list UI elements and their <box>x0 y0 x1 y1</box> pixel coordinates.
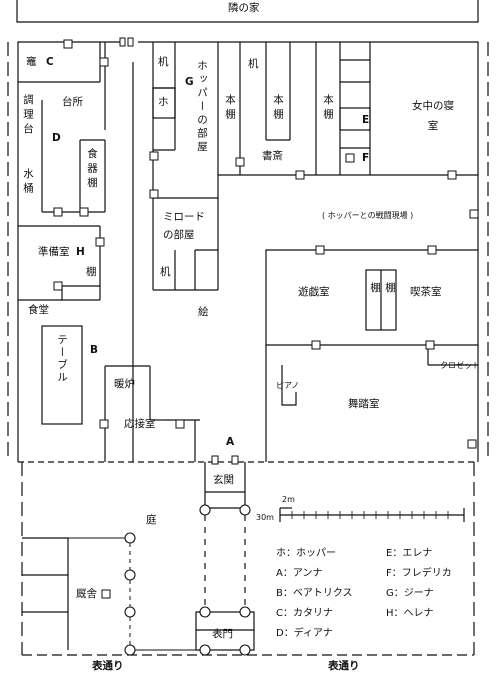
painting-label: 絵 <box>198 306 209 318</box>
shelf-label-4: 棚 <box>86 266 97 278</box>
maid-room-label: 女中の寝室 <box>412 100 454 132</box>
dining-room-label: 食堂 <box>28 304 49 316</box>
hopper-room-label: ホッパーの部屋 <box>196 60 208 155</box>
shelf-label-5: 棚 <box>369 282 381 297</box>
entrance-label: 玄関 <box>213 474 234 486</box>
legend-item-frederika: F：フレデリカ <box>386 568 452 579</box>
cupboard-label: 食器棚 <box>86 148 98 192</box>
shelf-label-6: 棚 <box>384 282 396 297</box>
cooking-table-label: 調理台 <box>22 94 34 138</box>
desk-label-1: 机 <box>158 56 169 68</box>
game-room-label: 遊戯室 <box>298 286 330 298</box>
scale-30m-label: 30m <box>256 513 274 522</box>
piano-label: ピアノ <box>276 381 300 390</box>
legend-item-anna: A：アンナ <box>276 568 323 579</box>
person-f-marker: F <box>362 152 370 164</box>
fireplace-label: 暖炉 <box>114 378 135 390</box>
kamado-label: 竈 <box>26 56 37 68</box>
legend-item-beatrix: B：ベアトリクス <box>276 588 353 599</box>
legend-item-gina: G：ジーナ <box>386 588 434 599</box>
ballroom-label: 舞踏室 <box>348 398 380 410</box>
reception-room-label: 応接室 <box>124 418 156 430</box>
desk-label-3: 机 <box>160 266 171 278</box>
building-outline <box>17 41 120 462</box>
street-label-left: 表通り <box>92 660 124 672</box>
person-h-marker: H <box>76 246 85 258</box>
neighbor-house-label: 隣の家 <box>228 2 260 14</box>
person-e-marker: E <box>362 114 370 126</box>
person-a-marker: A <box>226 436 235 448</box>
legend-item-katarina: C：カタリナ <box>276 608 333 619</box>
water-bucket-label: 水桶 <box>22 168 34 197</box>
bookshelf-label-1: 本棚 <box>224 94 236 123</box>
closet-label: クロゼット <box>440 361 480 370</box>
bookshelf-label-2: 本棚 <box>272 94 284 123</box>
crime-scene-label: ( ホッパーとの戦闘現場 ) <box>322 211 414 220</box>
tea-room-label: 喫茶室 <box>410 286 442 298</box>
neighbor-house-outline <box>16 0 479 23</box>
garden-label: 庭 <box>146 514 157 526</box>
desk-label-2: 机 <box>248 58 259 70</box>
legend-item-elena: E：エレナ <box>386 548 433 559</box>
person-b-marker: B <box>90 344 99 356</box>
person-c-marker: C <box>46 56 54 68</box>
person-d-marker: D <box>52 132 61 144</box>
milord-room-label: ミロードの部屋 <box>163 211 205 241</box>
kitchen-label: 台所 <box>62 96 83 108</box>
person-g-marker: G <box>185 76 194 88</box>
study-label: 書斎 <box>262 150 283 162</box>
doors <box>53 37 479 599</box>
table-outline <box>41 325 83 425</box>
prep-room-label: 準備室 <box>38 246 70 258</box>
bookshelf-label-3: 本棚 <box>322 94 334 123</box>
table-label: テーブル <box>56 334 68 384</box>
legend-item-helena: H：ヘレナ <box>386 608 434 619</box>
scale-2m-label: 2m <box>282 495 295 504</box>
hopper-marker: ホ <box>158 96 169 108</box>
gate-label: 表門 <box>212 628 233 640</box>
stable-label: 厩舎 <box>76 588 97 600</box>
street-label-right: 表通り <box>328 660 360 672</box>
legend-item-hopper: ホ：ホッパー <box>276 548 336 559</box>
legend-item-diana: D：ディアナ <box>276 628 333 639</box>
